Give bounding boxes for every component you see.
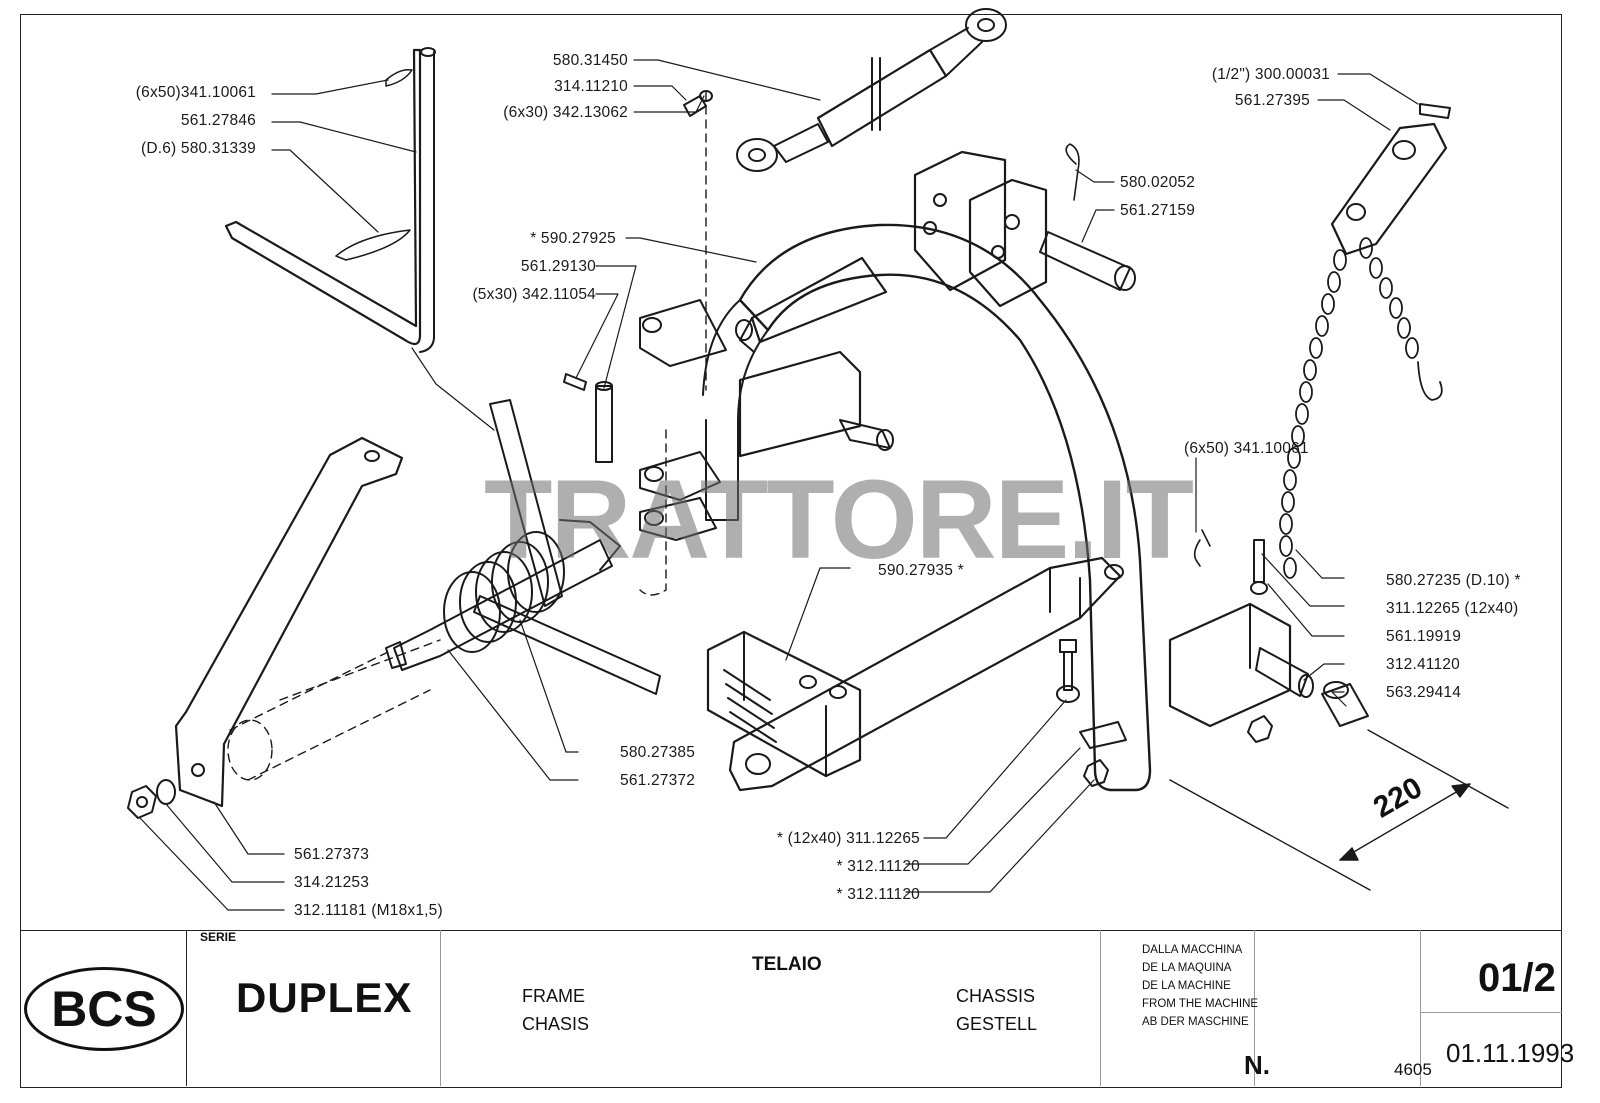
callout-label: 312.11181 (M18x1,5) [294, 902, 443, 919]
upper-cross-tube [738, 350, 894, 458]
callout-label: 314.11210 [554, 78, 628, 95]
callout-label: 561.27846 [180, 112, 256, 129]
callout-label: (6x50)341.10061 [135, 84, 256, 101]
machine-number: 4605 [1394, 1060, 1432, 1079]
callout-label: 590.27935 * [878, 562, 964, 579]
callout-label: 561.27395 [1234, 92, 1310, 109]
callout-label: 561.27372 [620, 772, 696, 789]
callout-label: (6x30) 342.13062 [503, 104, 628, 121]
title-italian: TELAIO [752, 954, 822, 975]
leader-lines [139, 59, 1419, 911]
callout-label: (5x30) 342.11054 [472, 286, 596, 303]
watermark-text: TRATTORE.IT [484, 457, 1194, 582]
explode-lines [227, 91, 707, 781]
title-french: CHASSIS [956, 986, 1036, 1006]
pivot-pin [563, 373, 613, 463]
drawbar-spring-box [706, 630, 862, 778]
nut-and-washer [127, 779, 176, 819]
stand-leg-rod [224, 47, 436, 353]
callout-label: 311.12265 (12x40) [1386, 600, 1519, 617]
revision-date: 01.11.1993 [1446, 1038, 1575, 1068]
serie-label: SERIE [200, 930, 237, 944]
left-hinge-brackets [639, 299, 727, 541]
title-block-divider [1420, 930, 1421, 1086]
spring-shaft-assembly [385, 399, 661, 695]
title-block-divider [1254, 930, 1255, 1086]
title-block-divider [1100, 930, 1101, 1086]
callout-label: 561.19919 [1386, 628, 1462, 645]
callout-label: 314.21253 [294, 874, 370, 891]
callout-label: 580.27385 [620, 744, 696, 761]
title-spanish: CHASIS [522, 1014, 590, 1034]
callout-label: 580.27235 (D.10) * [1386, 572, 1521, 589]
callout-label: 312.41120 [1386, 656, 1460, 673]
callout-label: * 312.11120 [836, 858, 920, 875]
title-block-top-rule [20, 930, 1562, 931]
right-cross-tube [1168, 602, 1314, 728]
callout-label: 561.27373 [294, 846, 370, 863]
arch-top-brackets [913, 150, 1048, 308]
cotter-pin-right [1193, 529, 1211, 567]
callout-label: 580.31450 [552, 52, 628, 69]
bcs-logo: BCS [24, 967, 184, 1051]
hitch-pin [1039, 143, 1136, 291]
bushing [1321, 681, 1369, 727]
sheet-number: 01/2 [1478, 956, 1556, 1000]
top-link-turnbuckle [736, 8, 1007, 172]
from-machine-line: AB DER MASCHINE [1142, 1016, 1249, 1028]
drawbar [728, 556, 1124, 792]
support-bar [174, 436, 404, 808]
callout-label: * 312.11120 [836, 886, 920, 903]
title-english: FRAME [522, 986, 585, 1006]
callout-label: (1/2") 300.00031 [1211, 66, 1330, 83]
callout-label: 561.27159 [1120, 202, 1196, 219]
title-block-divider [186, 930, 187, 1086]
callout-label: 563.29414 [1386, 684, 1462, 701]
from-machine-line: DALLA MACCHINA [1142, 944, 1243, 956]
callout-label: (D.6) 580.31339 [140, 140, 256, 157]
bolt-washer-nut-center [1056, 639, 1127, 787]
bolt-washer-nut-right [1247, 539, 1273, 743]
number-label: N. [1244, 1050, 1270, 1080]
from-machine-line: DE LA MACHINE [1142, 980, 1231, 992]
dimension-220-lines [1169, 729, 1509, 891]
from-machine-line: FROM THE MACHINE [1142, 998, 1259, 1010]
callout-label: * 590.27925 [530, 230, 616, 247]
lever-bracket [735, 256, 888, 353]
callout-label: * (12x40) 311.12265 [776, 830, 920, 847]
callout-label: 561.29130 [520, 258, 596, 275]
model-name: DUPLEX [236, 974, 413, 1021]
callout-label: 580.02052 [1120, 174, 1196, 191]
chain [1279, 237, 1443, 579]
title-german: GESTELL [956, 1014, 1038, 1034]
title-block-rule [1420, 1012, 1562, 1013]
chain-bracket [1330, 103, 1451, 256]
callout-label: (6x50) 341.10061 [1184, 440, 1309, 457]
title-block-divider [440, 930, 441, 1086]
from-machine-line: DE LA MAQUINA [1142, 962, 1232, 974]
